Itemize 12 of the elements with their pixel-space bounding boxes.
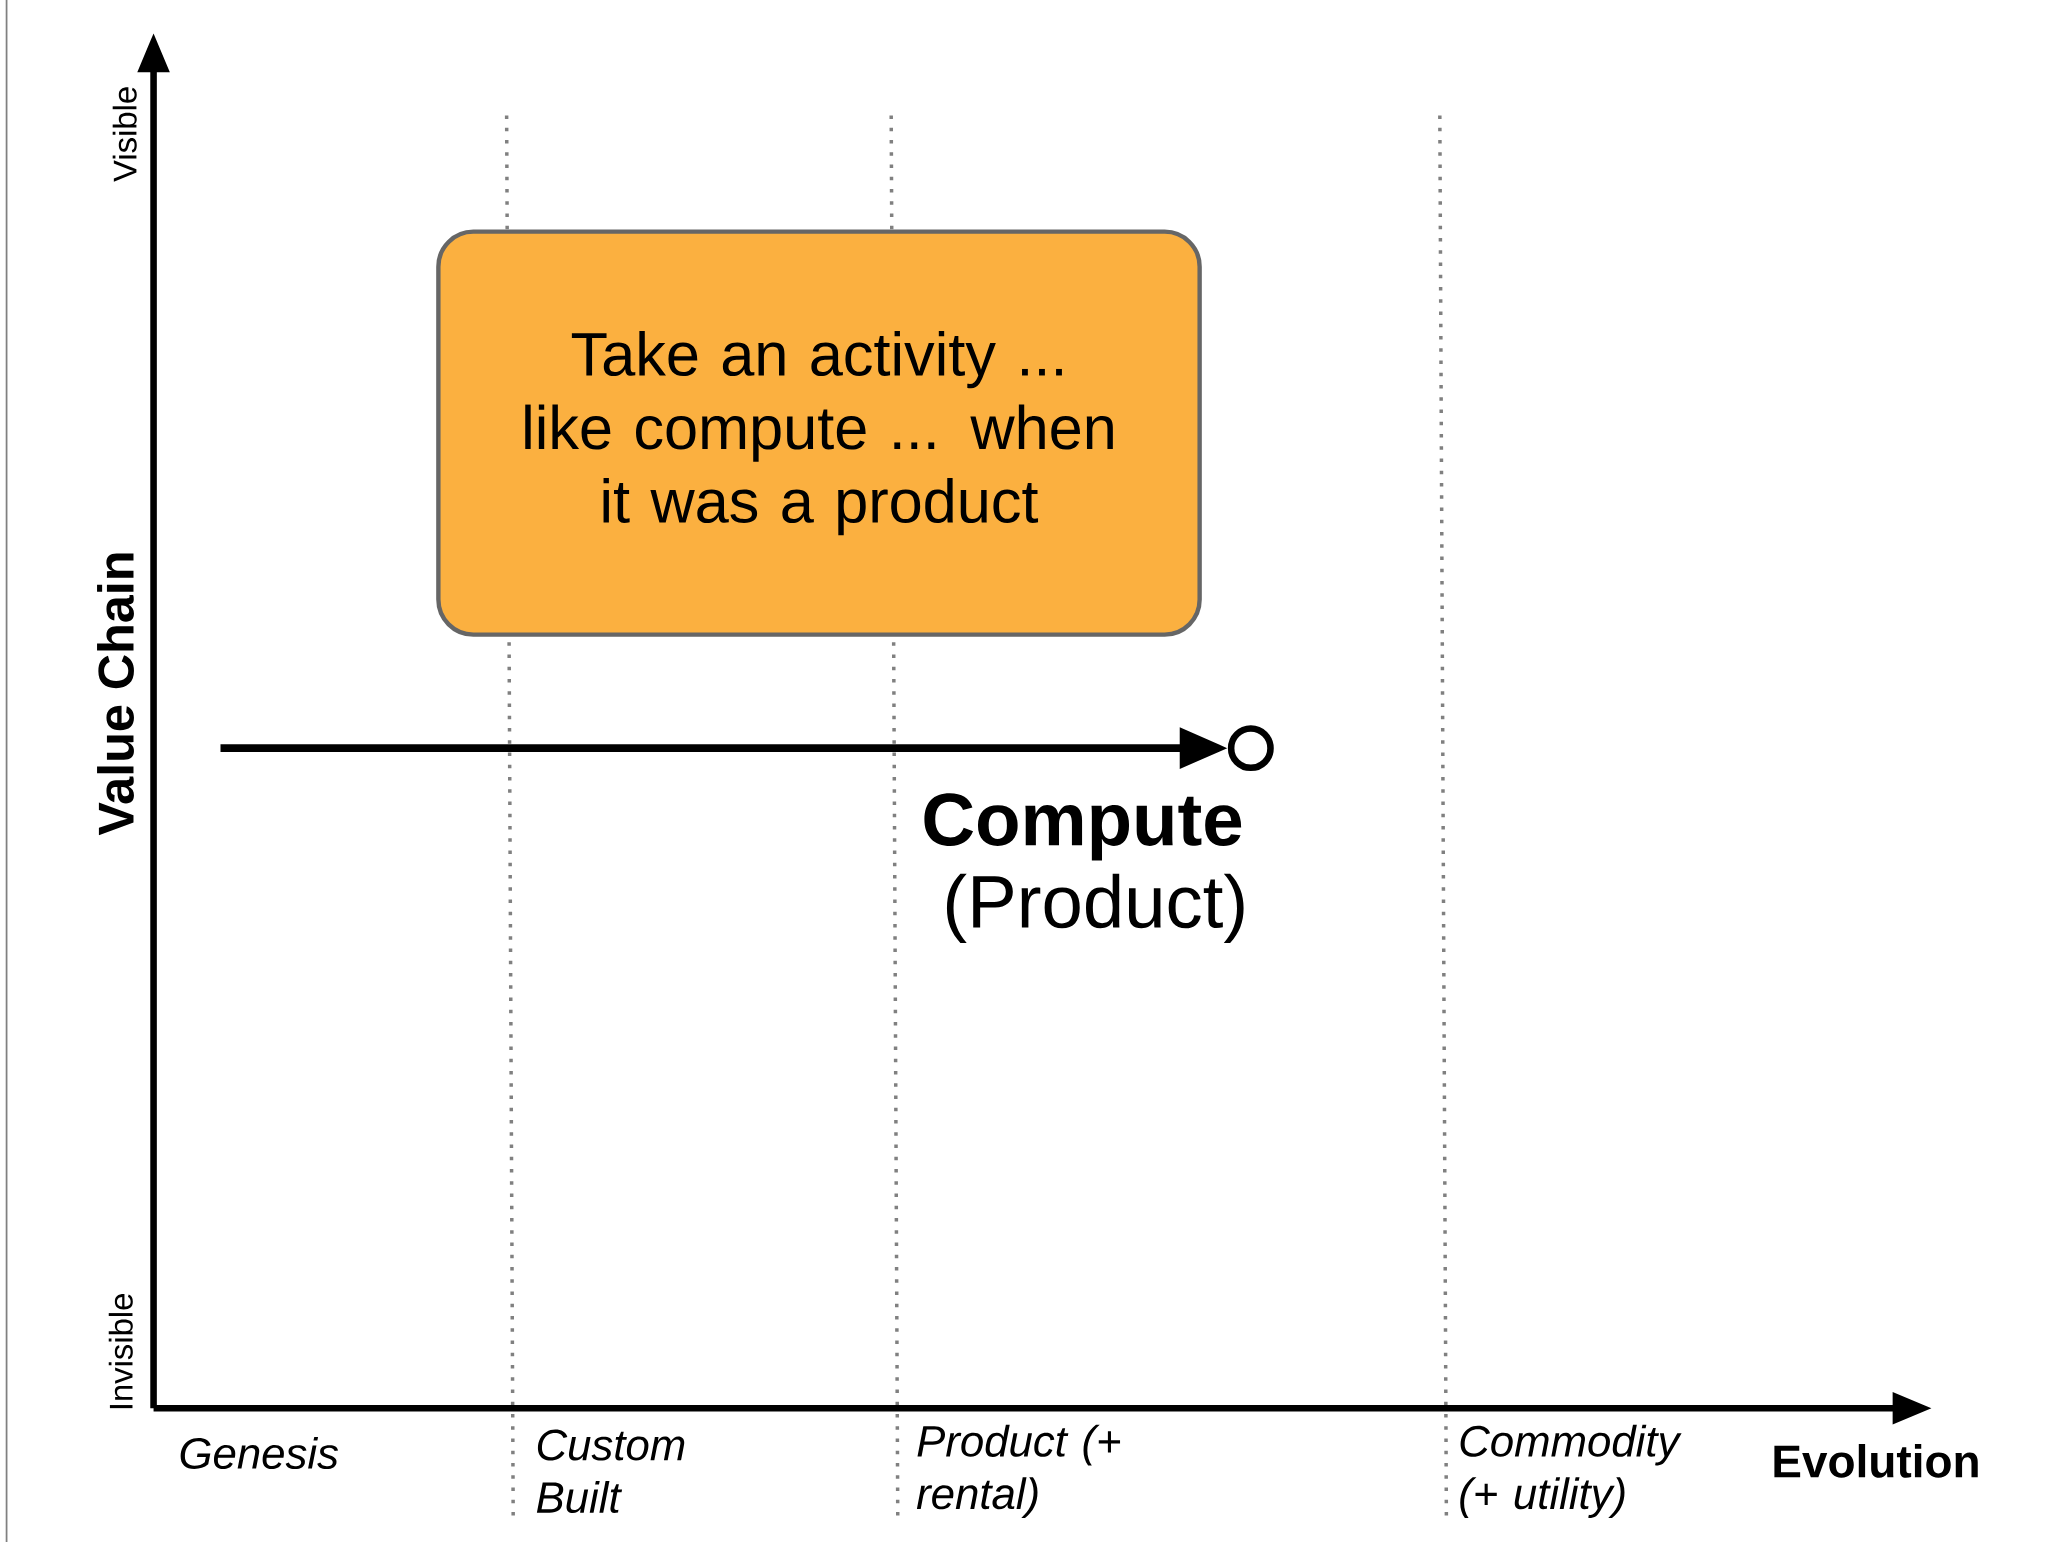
axis-title: Value Chain <box>97 553 134 836</box>
axis-label: Visible <box>112 87 137 182</box>
stage-label: Genesis <box>180 1436 339 1469</box>
node-caption: Compute <box>924 793 1242 861</box>
axis-title: Evolution <box>1774 1443 1978 1478</box>
text-box: Take an activity ... like compute ... when it was a product <box>436 229 1202 637</box>
stage-label: Product (+ rental) <box>916 1424 1121 1518</box>
node-caption: (Product) <box>946 873 1244 943</box>
circle-marker <box>1227 725 1274 771</box>
stage-label: Custom Built <box>536 1429 685 1513</box>
axis-label: Invisible <box>108 1294 133 1409</box>
stage-label: Commodity (+ utility) <box>1460 1424 1682 1518</box>
